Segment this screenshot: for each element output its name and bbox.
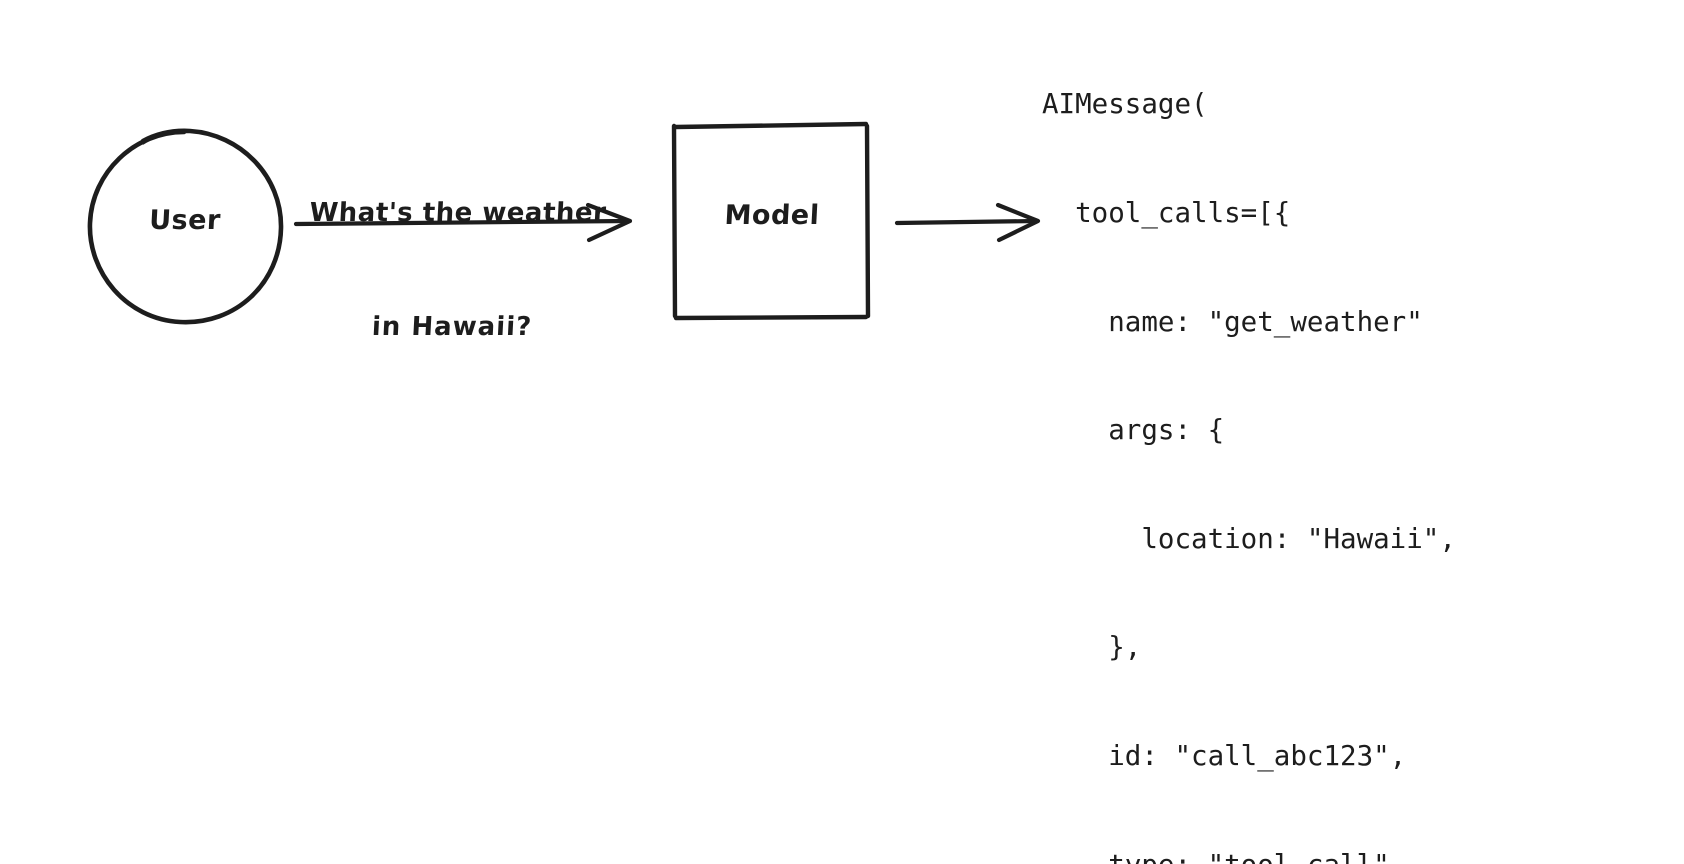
edge-label-line-2: in Hawaii? (371, 312, 533, 342)
code-line: id: "call_abc123", (1042, 739, 1407, 772)
edge-label-line-1: What's the weather (308, 198, 608, 228)
code-line: type: "tool_call" (1042, 847, 1456, 864)
model-node-label: Model (723, 200, 821, 231)
code-line: name: "get_weather" (1042, 305, 1423, 338)
code-line: args: { (1042, 414, 1225, 447)
code-line: }, (1042, 631, 1142, 664)
user-node-label: User (148, 205, 222, 236)
code-line: tool_calls=[{ (1042, 197, 1291, 229)
code-line: AIMessage( (1042, 88, 1208, 121)
ai-message-code-block: AIMessage( tool_calls=[{ name: "get_weat… (1042, 14, 1456, 864)
code-line: location: "Hawaii", (1042, 522, 1456, 555)
arrow-model-to-output (894, 202, 1041, 243)
diagram-canvas: User Model What's the weather in Hawaii?… (87, 88, 1456, 864)
edge-label-user-question: What's the weather in Hawaii? (282, 118, 628, 422)
